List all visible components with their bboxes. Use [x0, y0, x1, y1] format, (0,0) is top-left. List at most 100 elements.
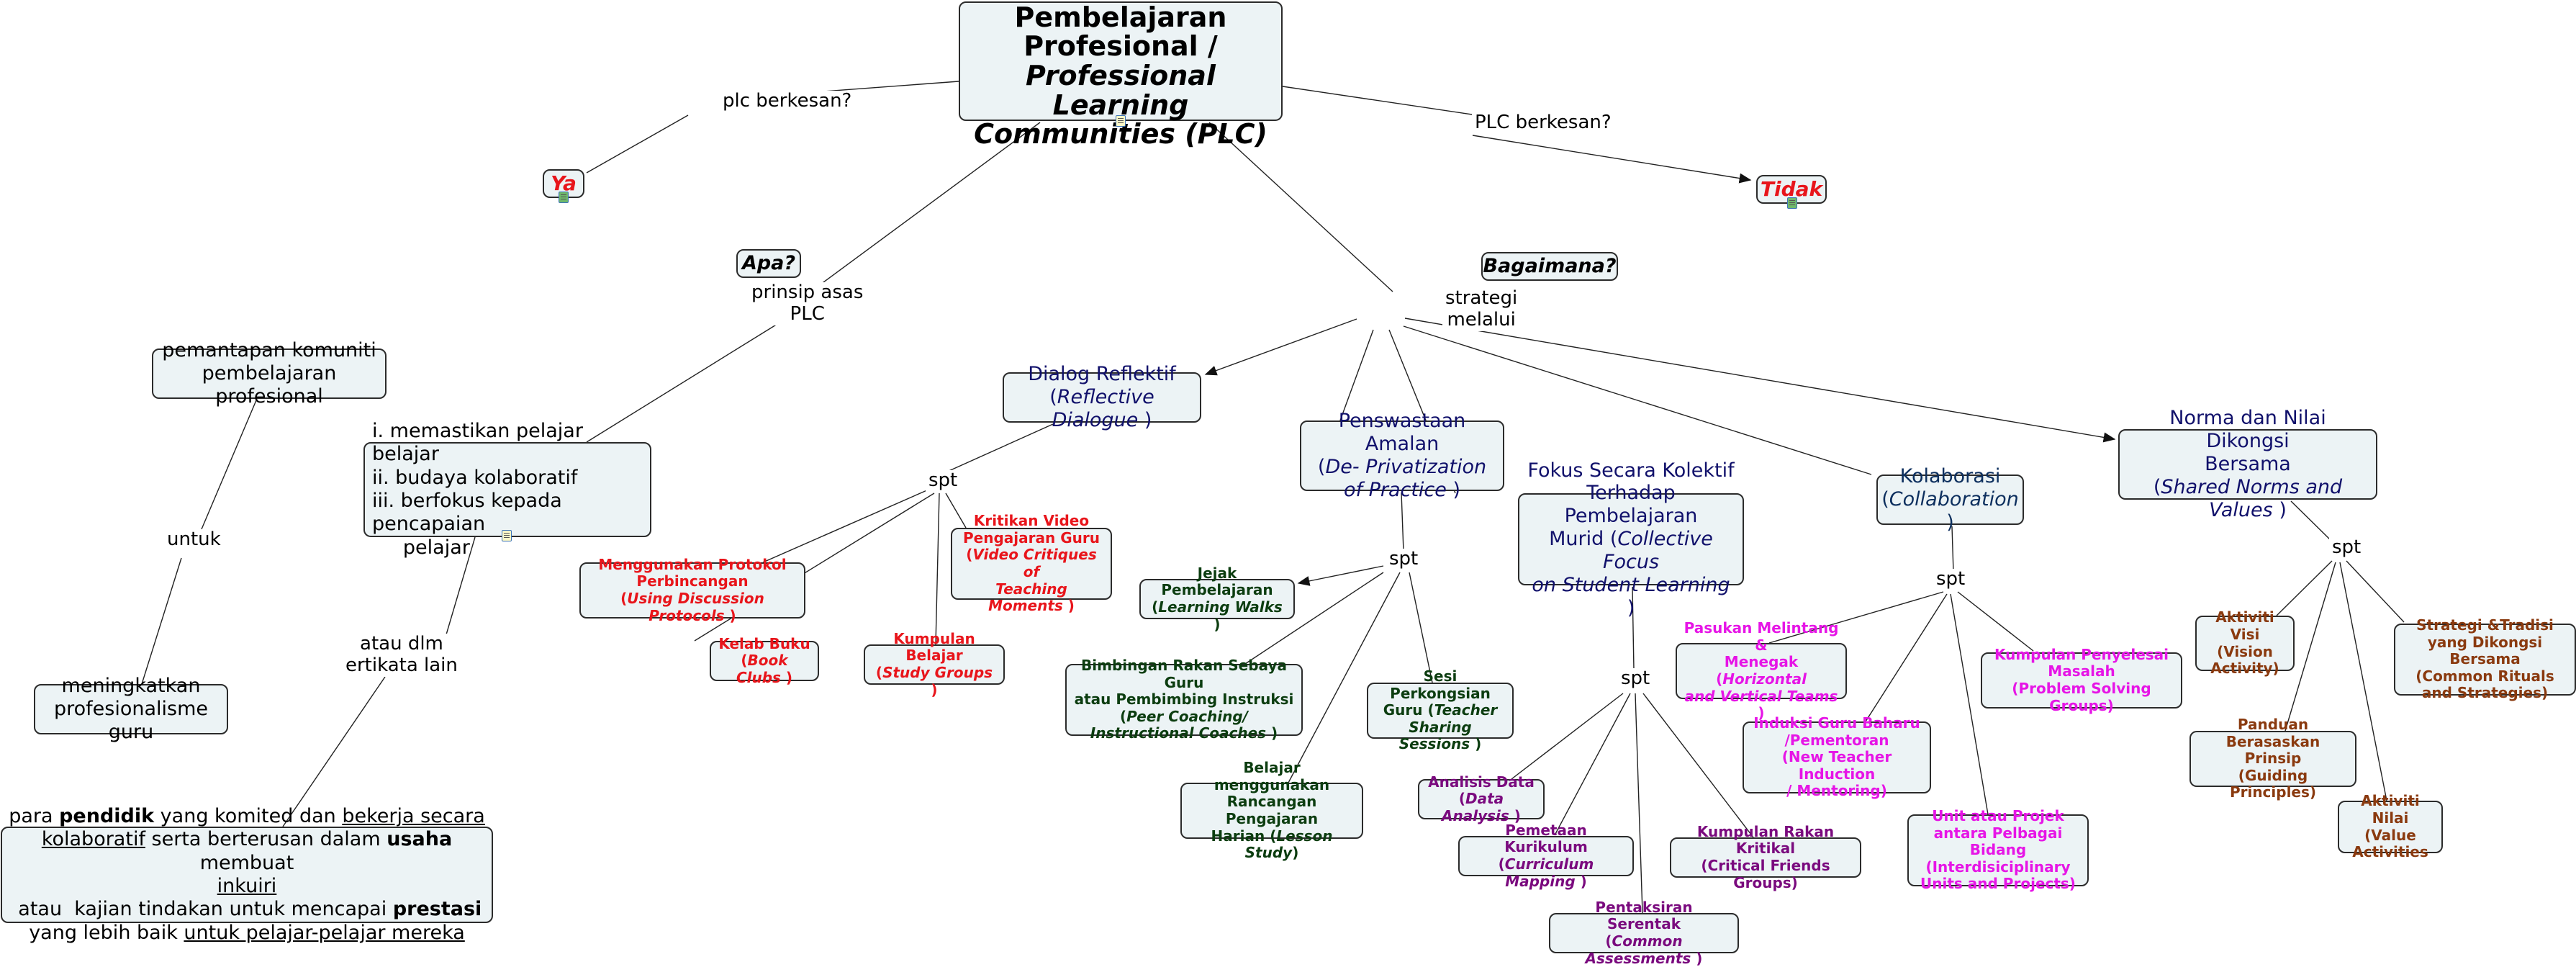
- strategy-penswastaan-amalan[interactable]: Penswastaan Amalan (De- Privatization of…: [1300, 410, 1504, 501]
- node-definition[interactable]: para pendidik yang komited dan bekerja s…: [1, 805, 493, 944]
- answer-ya-text: Ya: [551, 171, 577, 196]
- link-strategi-norma: [1404, 318, 2116, 443]
- example-text: (Guiding Principles): [2229, 766, 2317, 801]
- label-prinsip-line2: PLC: [790, 302, 825, 325]
- example-sesi-perkongsian[interactable]: Sesi Perkongsian Guru (Teacher Sharing S…: [1367, 667, 1514, 752]
- example-aktiviti-visi[interactable]: Aktiviti Visi (Vision Activity): [2195, 608, 2295, 677]
- example-induksi-guru[interactable]: Induksi Guru Baharu /Pementoran (New Tea…: [1743, 714, 1931, 799]
- example-text: Aktiviti Visi: [2215, 608, 2274, 643]
- example-kritikan-video[interactable]: Kritikan Video Pengajaran Guru (Video Cr…: [951, 513, 1112, 614]
- question-bagaimana[interactable]: Bagaimana?: [1481, 252, 1618, 281]
- example-text: atau Pembimbing Instruksi: [1074, 691, 1294, 709]
- example-text: Unit atau Projek: [1932, 807, 2064, 825]
- example-text: Activity): [2210, 660, 2279, 678]
- example-text: /Pementoran: [1784, 731, 1889, 749]
- strategy-norma-nilai[interactable]: Norma dan Nilai Dikongsi Bersama (Shared…: [2118, 407, 2377, 521]
- fokus-line4: on Student Learning ): [1532, 573, 1730, 619]
- example-protokol-perbincangan[interactable]: Menggunakan Protokol Perbincangan (Using…: [579, 556, 805, 624]
- definition-line2: kolaboratif serta berterusan dalam usaha…: [41, 828, 453, 874]
- principle-item: i. memastikan pelajar belajar: [372, 419, 583, 466]
- example-text: Teaching Moments ): [988, 580, 1075, 615]
- example-text: Analisis Data: [1428, 773, 1535, 791]
- link-pemantapan-untuk: [201, 400, 257, 530]
- fokus-line2: Terhadap Pembelajaran: [1564, 482, 1698, 528]
- strategy-kolaborasi[interactable]: Kolaborasi (Collaboration ): [1876, 465, 2024, 534]
- example-text: Rancangan Pengajaran: [1225, 793, 1319, 827]
- link-spt-kumpulanbelajar: [935, 493, 940, 645]
- example-text: (Interdisiciplinary: [1925, 858, 2071, 876]
- root-node[interactable]: Komuniti Pembelajaran Profesional / Prof…: [959, 0, 1283, 148]
- pemantapan-line2: pembelajaran profesional: [202, 362, 337, 408]
- example-strategi-tradisi[interactable]: Strategi &Tradisi yang Dikongsi Bersama …: [2394, 616, 2576, 701]
- example-rakan-kritikal[interactable]: Kumpulan Rakan Kritikal (Critical Friend…: [1670, 823, 1861, 891]
- label-plc-berkesan-right: PLC berkesan?: [1472, 112, 1614, 134]
- fokus-line1: Fokus Secara Kolektif: [1527, 459, 1735, 482]
- document-resource-icon[interactable]: [1116, 115, 1126, 127]
- meningkatkan-line2: profesionalisme guru: [53, 698, 208, 743]
- dialog-ms: Dialog Reflektif: [1028, 363, 1176, 386]
- label-atau-dlm: atau dlm ertikata lain: [343, 633, 461, 677]
- example-text: Perbincangan: [636, 572, 749, 590]
- label-strategi-melalui: strategi melalui: [1442, 287, 1521, 331]
- example-unit-projek[interactable]: Unit atau Projek antara Pelbagai Bidang …: [1907, 807, 2089, 892]
- example-lesson-study[interactable]: Belajar menggunakan Rancangan Pengajaran…: [1180, 759, 1363, 861]
- example-text: (Common Rituals: [2415, 667, 2554, 685]
- link-spt-protokol: [762, 489, 929, 563]
- video-resource-icon[interactable]: [559, 192, 569, 203]
- example-text: Harian (Lesson Study): [1211, 827, 1333, 862]
- label-strategi-line2: melalui: [1447, 308, 1516, 330]
- link-strategi-dialog: [1204, 318, 1357, 376]
- example-text: Activities: [2352, 843, 2428, 861]
- example-text: Kumpulan Rakan Kritikal: [1696, 822, 1835, 858]
- example-text: Kelab Buku: [718, 634, 810, 652]
- link-spt-penyelesai: [1957, 591, 2034, 652]
- example-jejak-pembelajaran[interactable]: Jejak Pembelajaran (Learning Walks ): [1139, 565, 1295, 632]
- example-text: Pentaksiran Serentak: [1595, 898, 1693, 933]
- example-kelab-buku[interactable]: Kelab Buku (Book Clubs ): [710, 635, 819, 686]
- example-text: antara Pelbagai Bidang: [1933, 824, 2063, 859]
- link-spt-jejak: [1297, 565, 1384, 586]
- example-text: Pengajaran Guru: [963, 529, 1100, 547]
- label-atau-line2: ertikata lain: [345, 654, 458, 676]
- label-prinsip-line1: prinsip asas: [751, 282, 864, 303]
- example-text: and Strategies): [2421, 684, 2549, 702]
- example-text: (Video Critiques of: [966, 546, 1097, 580]
- example-text: Menggunakan Protokol: [598, 555, 787, 573]
- pemantapan-line1: pemantapan komuniti: [162, 339, 376, 362]
- link-spt-visi: [2276, 560, 2333, 616]
- example-pentaksiran-serentak[interactable]: Pentaksiran Serentak (Common Assessments…: [1549, 899, 1739, 966]
- link-spt-strategi: [2346, 560, 2405, 623]
- link-spt-pentaksiran: [1635, 693, 1643, 914]
- strategy-fokus-kolektif[interactable]: Fokus Secara Kolektif Terhadap Pembelaja…: [1518, 459, 1744, 619]
- example-text: Belajar menggunakan: [1214, 759, 1330, 793]
- penswastaan-en1: (De- Privatization: [1317, 456, 1487, 478]
- answer-tidak[interactable]: Tidak: [1756, 175, 1827, 204]
- example-pemetaan-kurikulum[interactable]: Pemetaan Kurikulum (Curriculum Mapping ): [1458, 822, 1634, 889]
- video-resource-icon[interactable]: [1787, 197, 1797, 209]
- document-resource-icon[interactable]: [502, 530, 512, 541]
- example-text: (Vision: [2217, 642, 2273, 660]
- example-text: Sharing Sessions ): [1398, 718, 1482, 753]
- node-principles[interactable]: i. memastikan pelajar belajar ii. budaya…: [363, 420, 651, 559]
- example-pasukan-melintang[interactable]: Pasukan Melintang & Menegak (Horizontal …: [1676, 619, 1847, 721]
- link-spt-induksi: [1865, 593, 1948, 722]
- node-pemantapan[interactable]: pemantapan komuniti pembelajaran profesi…: [152, 339, 387, 408]
- example-bimbingan-rakan[interactable]: Bimbingan Rakan Sebaya Guru atau Pembimb…: [1065, 657, 1303, 742]
- link-plcright-tidak: [1472, 135, 1752, 184]
- example-kumpulan-belajar[interactable]: Kumpulan Belajar (Study Groups ): [864, 630, 1005, 698]
- node-meningkatkan[interactable]: meningkatkan profesionalisme guru: [34, 675, 228, 743]
- definition-line1: para pendidik yang komited dan bekerja s…: [9, 804, 485, 827]
- example-penyelesai-masalah[interactable]: Kumpulan Penyelesai Masalah (Problem Sol…: [1981, 646, 2182, 714]
- strategy-dialog-reflektif[interactable]: Dialog Reflektif (Reflective Dialogue ): [1003, 363, 1201, 431]
- norma-en: (Shared Norms and Values ): [2153, 475, 2343, 521]
- question-apa[interactable]: Apa?: [736, 249, 801, 278]
- principle-item: pelajar: [372, 536, 470, 559]
- link-strategi-penswastaan: [1339, 329, 1374, 421]
- example-aktiviti-nilai[interactable]: Aktiviti Nilai (Value Activities: [2338, 792, 2443, 860]
- example-text: Units and Projects): [1920, 875, 2076, 893]
- example-text: (Book Clubs ): [736, 652, 793, 686]
- example-panduan-prinsip[interactable]: Panduan Berasaskan Prinsip (Guiding Prin…: [2189, 716, 2356, 801]
- example-text: Induksi Guru Baharu: [1753, 714, 1920, 732]
- example-analisis-data[interactable]: Analisis Data (Data Analysis ): [1418, 773, 1545, 824]
- example-text: (Peer Coaching/: [1120, 707, 1248, 725]
